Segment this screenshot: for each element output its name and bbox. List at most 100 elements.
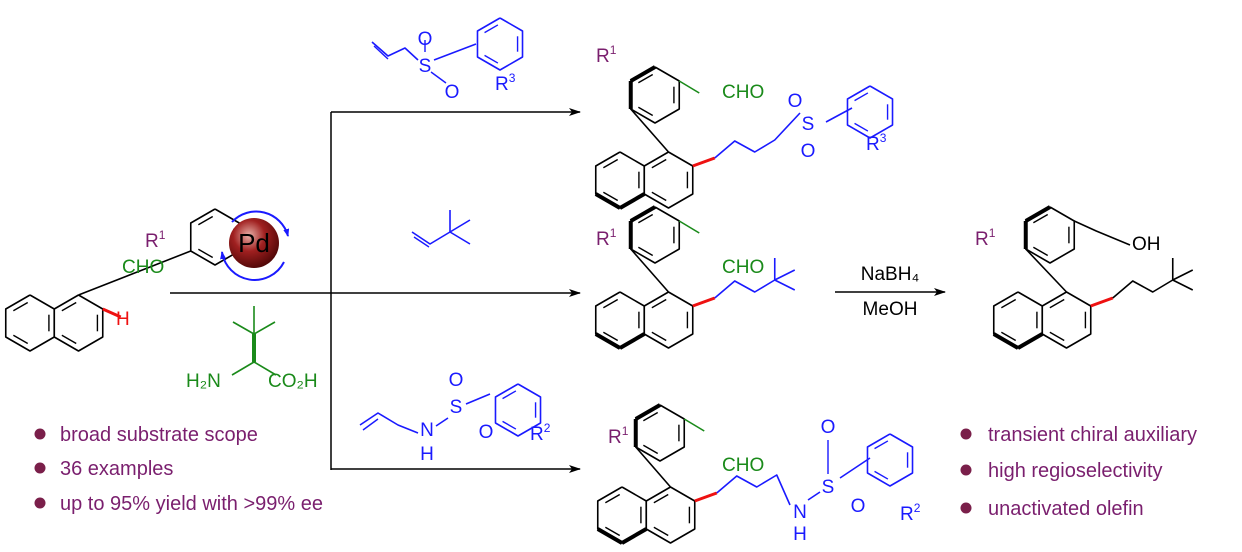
reagent-bottom-r2: R2: [530, 421, 551, 445]
bold-bond: [594, 192, 621, 210]
so-bond: [430, 71, 447, 84]
bullets-right: transient chiral auxiliary high regiosel…: [960, 424, 1197, 520]
product-bottom-r2: R2: [900, 501, 921, 525]
double-bond: [653, 526, 669, 537]
double-bond: [198, 248, 214, 259]
double-bond: [638, 213, 654, 224]
reagent-bottom-n: N: [420, 420, 434, 441]
double-bond: [198, 215, 214, 226]
new-cc-bond: [694, 491, 718, 503]
double-bond: [13, 301, 29, 312]
product-bottom-r1: R1: [608, 424, 629, 448]
methyl-bond: [449, 219, 471, 233]
bullet-left-2: 36 examples: [60, 458, 173, 480]
n-s-bond: [807, 491, 821, 501]
product-top-s: S: [802, 114, 815, 135]
new-cc-bond: [1090, 296, 1114, 308]
reagent-bottom-s: S: [450, 397, 463, 418]
acid-label: CO₂H: [268, 371, 318, 392]
s-aryl-bond: [839, 457, 871, 479]
double-bond: [605, 493, 621, 504]
pd-catalyst-icon: Pd: [220, 210, 290, 281]
ch-bond: [102, 307, 122, 319]
naphthalene-ring-right: [1041, 291, 1092, 349]
double-bond: [653, 493, 669, 504]
s-aryl-bond: [465, 393, 491, 405]
double-bond: [502, 420, 517, 430]
methyl-bond: [774, 269, 796, 281]
tbu-bond: [253, 321, 276, 335]
bold-bond: [619, 332, 646, 350]
bold-bond: [621, 527, 648, 545]
double-bond: [638, 246, 654, 257]
n-s-bond: [435, 417, 449, 427]
double-bond: [1001, 331, 1017, 342]
double-bond: [651, 191, 667, 202]
product-mid-cho: CHO: [722, 257, 764, 278]
allyl-chain: [371, 41, 419, 61]
bullet-left-3: up to 95% yield with >99% ee: [60, 493, 323, 515]
bullets-left: broad substrate scope 36 examples up to …: [34, 424, 323, 515]
double-bond: [373, 45, 389, 60]
double-bond: [413, 236, 430, 248]
reagent-bottom-o2: O: [479, 422, 494, 443]
product-bottom-h: H: [793, 524, 807, 545]
tbu-olefin-chain: [1112, 279, 1174, 299]
product-top-r1: R1: [596, 43, 617, 67]
bold-bond: [1024, 205, 1052, 223]
double-bond: [362, 418, 379, 431]
double-bond: [603, 331, 619, 342]
double-bond: [643, 411, 659, 422]
double-bond: [643, 444, 659, 455]
reagent-top-s: S: [419, 56, 432, 77]
double-bond: [874, 440, 889, 450]
double-bond: [1049, 331, 1065, 342]
product-bottom-n: N: [793, 502, 807, 523]
s-aryl-bond: [433, 43, 477, 61]
reagent-bottom-o1: O: [449, 370, 464, 391]
biaryl-bond: [635, 446, 672, 488]
labels: R1 CHO H H₂N CO₂H S O O R3 N H S O O R2 …: [116, 29, 1161, 545]
allyl-chain: [359, 412, 419, 434]
bold-bond: [1016, 332, 1044, 350]
naphthalene-ring-right: [643, 291, 694, 349]
bold-bond: [594, 332, 621, 350]
substrate-h: H: [116, 309, 130, 330]
biaryl-bond: [1025, 248, 1068, 293]
cho-bond: [678, 220, 700, 234]
product-top-o2: O: [801, 141, 816, 162]
bold-bond: [634, 403, 661, 421]
tbu-bond: [232, 321, 255, 335]
double-bond: [638, 106, 654, 117]
double-bond: [603, 298, 619, 309]
bold-bond: [992, 332, 1019, 350]
naphthalene-ring-right: [53, 294, 104, 352]
biaryl-bond: [630, 248, 670, 293]
tbu-olefin-chain: [714, 279, 776, 299]
reagent-bottom-h: H: [420, 444, 434, 465]
double-bond: [61, 301, 77, 312]
double-bond: [1033, 246, 1049, 257]
double-bond: [61, 334, 77, 345]
double-bond: [1049, 298, 1065, 309]
double-bond: [603, 158, 619, 169]
allyl-sulfonamide-chain: [716, 474, 791, 506]
sulfonyl-aryl-ring: [494, 383, 542, 437]
ch2oh-bond: [1073, 220, 1131, 246]
sulfonyl-aryl-ring: [476, 17, 524, 71]
double-bond: [651, 158, 667, 169]
new-cc-bond: [692, 156, 716, 168]
sulfonyl-aryl-ring: [846, 85, 894, 139]
bullet-right-2: high regioselectivity: [988, 460, 1163, 482]
double-bond: [605, 526, 621, 537]
reduction-solvent: MeOH: [863, 299, 918, 320]
final-product-oh: OH: [1132, 234, 1161, 255]
double-bond: [603, 191, 619, 202]
cho-bond: [678, 80, 700, 94]
double-bond: [651, 298, 667, 309]
double-bond: [1033, 213, 1049, 224]
double-bond: [13, 334, 29, 345]
biaryl-bond: [78, 250, 192, 296]
double-bond: [484, 54, 499, 64]
